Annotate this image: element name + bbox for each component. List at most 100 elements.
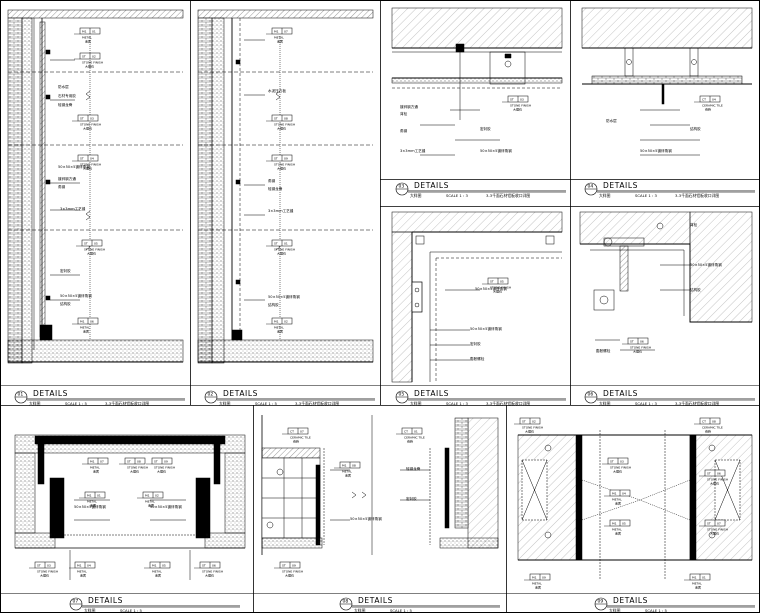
tag-code: M1 [90, 460, 95, 464]
tag-index: 05 [500, 280, 504, 284]
tag-code: ST [202, 564, 206, 568]
note-plank: 50×50×5镀锌角钢 [58, 164, 90, 169]
tag-material-cn: 金属 [93, 469, 99, 474]
detail-scale: SCALE 1 : 5 [645, 608, 667, 613]
panel-08-drawing [261, 415, 499, 555]
note-keel: 轻钢龙骨 [58, 102, 73, 107]
detail-description: 3-3千面石材铝板收口详图 [105, 401, 149, 406]
tag-material-cn: 瓷砖 [293, 439, 299, 444]
detail-description: 3-3千面石材铝板收口详图 [295, 401, 339, 406]
note-sealant: 密封胶 [480, 126, 491, 131]
note-keel: 轻钢龙骨 [268, 186, 283, 191]
tag-code: M1 [692, 576, 697, 580]
tag-material-cn: 大理石 [285, 573, 294, 578]
note-bolt: 膨胀螺栓 [596, 348, 611, 353]
tag-index: 06 [212, 564, 216, 568]
note-layer: 防水层 [58, 84, 69, 89]
tag-material-cn: 金属 [277, 329, 283, 334]
details-label: DETAILS [223, 389, 258, 398]
tag-index: 09 [284, 157, 288, 161]
tag-code: M1 [342, 464, 347, 468]
detail-number: 02 [208, 392, 214, 398]
tag-index: 04 [90, 157, 94, 161]
note-layer: 防水层 [606, 118, 617, 123]
tag-code: M1 [80, 320, 85, 324]
note-keel: 轻钢龙骨 [406, 466, 421, 471]
tag-material: STONE FINISH [154, 466, 175, 470]
tag-code: ST [282, 564, 286, 568]
tag-code: ST [80, 157, 84, 161]
tag-material-cn: 瓷砖 [705, 429, 711, 434]
tag-material-cn: 金属 [80, 573, 86, 578]
tag-code: ST [274, 117, 278, 121]
tag-material: CERAMIC TILE [702, 104, 723, 108]
tag-index: 01 [702, 576, 706, 580]
tag-material-cn: 瓷砖 [407, 439, 413, 444]
tag-index: 07 [300, 430, 304, 434]
tag-code: ST [154, 460, 158, 464]
detail-number: 09 [598, 599, 604, 605]
tag-material: STONE FINISH [490, 286, 511, 290]
panel-09-drawing [517, 430, 753, 580]
tag-code: ST [630, 340, 634, 344]
tag-index: 02 [92, 55, 96, 59]
tag-index: 08 [712, 420, 716, 424]
tag-index: 02 [155, 494, 159, 498]
note-steel: 镀锌钢方通 [58, 176, 76, 181]
panel-02-drawing [197, 9, 374, 364]
tag-code: ST [490, 280, 494, 284]
note-sealant: 密封胶 [60, 268, 71, 273]
tag-index: 07 [284, 30, 288, 34]
tag-material: STONE FINISH [202, 570, 223, 574]
tag-index: 01 [414, 430, 418, 434]
note-adhesive: 结构胶 [60, 301, 71, 306]
tag-material-cn: 大理石 [83, 126, 92, 131]
detail-subtitle: 大样图 [599, 401, 611, 406]
details-label: DETAILS [33, 389, 68, 398]
details-label: DETAILS [88, 596, 123, 605]
tag-material-cn: 金属 [535, 585, 541, 590]
tag-index: 07 [717, 522, 721, 526]
tag-material-cn: 大理石 [157, 469, 166, 474]
tag-index: 01 [92, 30, 96, 34]
details-label: DETAILS [603, 389, 638, 398]
detail-subtitle: 大样图 [29, 401, 41, 406]
tag-code: M1 [274, 30, 279, 34]
tag-index: 06 [717, 472, 721, 476]
tag-material-cn: 金属 [83, 329, 89, 334]
tag-code: M1 [82, 30, 87, 34]
tag-index: 02 [284, 320, 288, 324]
note-plank: 50×50×5镀锌角钢 [150, 504, 182, 509]
tag-material: METAL [82, 36, 92, 40]
note-joint: 石材专用胶 [58, 93, 76, 98]
note-plank: 50×50×5镀锌角钢 [350, 516, 382, 521]
detail-number: 04 [588, 184, 594, 190]
tag-index: 06 [640, 340, 644, 344]
detail-scale: SCALE 1 : 5 [65, 401, 87, 406]
detail-number: 03 [399, 184, 405, 190]
note-angle: 角钢 [268, 178, 276, 183]
tag-material-cn: 瓷砖 [705, 107, 711, 112]
